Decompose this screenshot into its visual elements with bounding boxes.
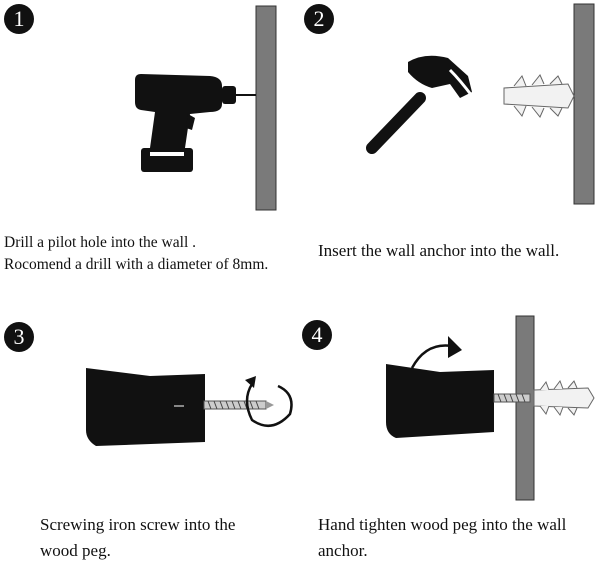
caption-line: Hand tighten wood peg into the wall bbox=[318, 515, 567, 534]
caption-line: Rocomend a drill with a diameter of 8mm. bbox=[4, 256, 269, 273]
caption-line: Drill a pilot hole into the wall . bbox=[4, 234, 196, 251]
wood-peg-screw-icon bbox=[86, 368, 293, 446]
step-number-badge: 4 bbox=[302, 320, 332, 350]
wall bbox=[515, 315, 535, 501]
step-number-badge: 2 bbox=[304, 4, 334, 34]
caption-line: wood peg. bbox=[40, 541, 111, 560]
hammer-icon bbox=[366, 3, 595, 205]
wall-anchor-icon bbox=[533, 379, 595, 417]
wood-peg-anchor-icon bbox=[386, 315, 595, 501]
cordless-drill-icon bbox=[135, 5, 277, 211]
caption-line: anchor. bbox=[318, 541, 368, 560]
step-2: 2 Insert the wall anchor into the wall. bbox=[300, 0, 600, 290]
step-number-badge: 3 bbox=[4, 322, 34, 352]
step-1: 1 Drill a pilot hole into the wall . Roc… bbox=[0, 0, 300, 290]
caption-line: Screwing iron screw into the bbox=[40, 515, 236, 534]
wall-anchor-icon bbox=[503, 74, 575, 118]
caption-line: Insert the wall anchor into the wall. bbox=[318, 241, 560, 260]
wall bbox=[255, 5, 277, 211]
step-number-badge: 1 bbox=[4, 4, 34, 34]
step-4: 4 Hand tighten wood peg into the wall an… bbox=[300, 290, 600, 567]
wall bbox=[573, 3, 595, 205]
step-3: 3 Screwing iron screw into the wood peg. bbox=[0, 290, 300, 567]
